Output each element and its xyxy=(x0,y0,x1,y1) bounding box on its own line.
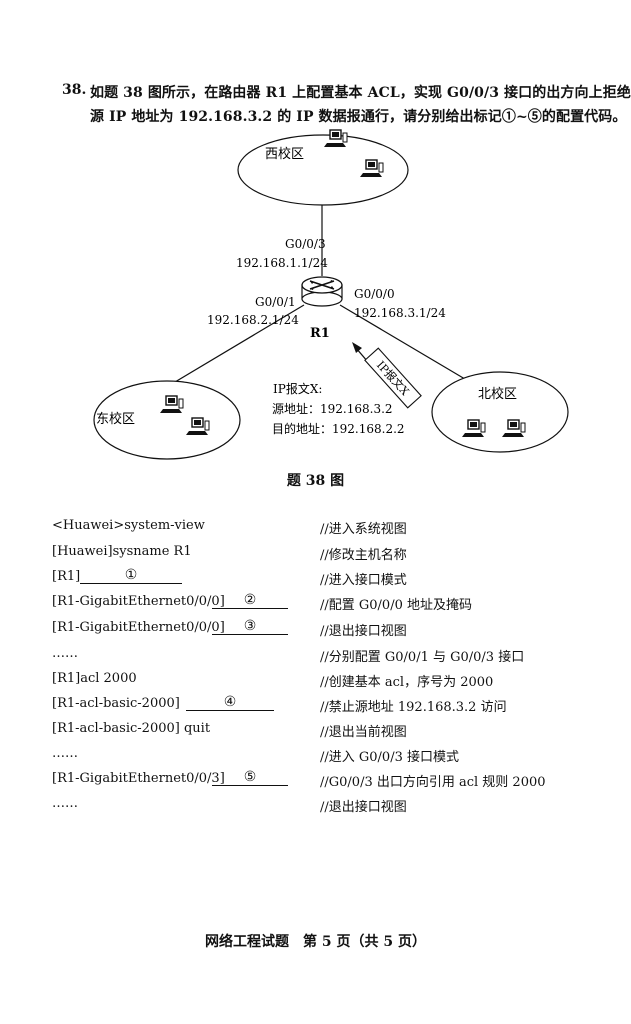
interface-g0-0-1-name: G0/0/1 xyxy=(255,295,296,309)
config-comment: //进入系统视图 xyxy=(320,522,407,537)
question-text-line-2: 源 IP 地址为 192.168.3.2 的 IP 数据报通行，请分别给出标记①… xyxy=(90,109,627,125)
config-comment: //禁止源地址 192.168.3.2 访问 xyxy=(320,700,507,715)
link-router-east xyxy=(169,304,305,386)
config-line: [R1-acl-basic-2000] xyxy=(52,696,180,711)
config-comment: //退出当前视图 xyxy=(320,725,407,740)
answer-blank-1[interactable]: ① xyxy=(80,567,182,584)
config-line: [R1]acl 2000 xyxy=(52,671,137,686)
config-line: [R1-GigabitEthernet0/0/3] xyxy=(52,771,225,786)
interface-g0-0-3-name: G0/0/3 xyxy=(285,237,326,251)
config-line: [R1] xyxy=(52,569,81,584)
east-campus-label: 东校区 xyxy=(96,411,135,427)
config-comment: //进入 G0/0/3 接口模式 xyxy=(320,750,459,765)
config-comment: //修改主机名称 xyxy=(320,548,407,563)
question-number: 38. xyxy=(62,82,87,98)
north-campus-label: 北校区 xyxy=(478,386,517,402)
config-comment: //退出接口视图 xyxy=(320,800,407,815)
interface-g0-0-3-ip: 192.168.1.1/24 xyxy=(236,256,328,270)
figure-caption: 题 38 图 xyxy=(286,473,345,489)
page-footer: 网络工程试题 第 5 页（共 5 页） xyxy=(205,934,426,950)
north-campus-zone xyxy=(431,371,569,453)
network-diagram: 西校区 东校区 北校区 R1 G0/0/3 192.168.1.1/24 G0/… xyxy=(93,129,569,460)
answer-blank-3[interactable]: ③ xyxy=(212,618,288,635)
east-campus-zone xyxy=(93,380,241,460)
config-line: [R1-GigabitEthernet0/0/0] xyxy=(52,594,225,609)
config-line: …… xyxy=(52,746,78,761)
config-comment: //退出接口视图 xyxy=(320,624,407,639)
config-line: [R1-GigabitEthernet0/0/0] xyxy=(52,620,225,635)
config-line: [Huawei]sysname R1 xyxy=(52,544,192,559)
packet-info-title: IP报文X: xyxy=(273,381,322,396)
packet-destination-address: 目的地址：192.168.2.2 xyxy=(272,421,405,436)
config-line: [R1-acl-basic-2000] quit xyxy=(52,721,211,736)
answer-blank-2[interactable]: ② xyxy=(212,592,288,609)
config-comment: //进入接口模式 xyxy=(320,573,407,588)
router-icon xyxy=(301,276,343,307)
config-comment: //分别配置 G0/0/1 与 G0/0/3 接口 xyxy=(320,650,525,665)
config-line: …… xyxy=(52,796,78,811)
config-comment: //创建基本 acl，序号为 2000 xyxy=(320,675,494,690)
link-router-north xyxy=(339,304,471,383)
answer-blank-5[interactable]: ⑤ xyxy=(212,769,288,786)
interface-g0-0-0-ip: 192.168.3.1/24 xyxy=(354,306,446,320)
west-campus-zone xyxy=(237,134,409,206)
config-comment: //配置 G0/0/0 地址及掩码 xyxy=(320,598,472,613)
answer-blank-4[interactable]: ④ xyxy=(186,694,274,711)
interface-g0-0-0-name: G0/0/0 xyxy=(354,287,395,301)
question-text-line-1: 如题 38 图所示，在路由器 R1 上配置基本 ACL，实现 G0/0/3 接口… xyxy=(90,85,631,101)
config-comment: //G0/0/3 出口方向引用 acl 规则 2000 xyxy=(320,775,546,790)
router-label: R1 xyxy=(310,326,330,341)
packet-source-address: 源地址：192.168.3.2 xyxy=(272,402,393,416)
interface-g0-0-1-ip: 192.168.2.1/24 xyxy=(207,313,299,327)
packet-tag: IP报文X xyxy=(364,347,422,409)
west-campus-label: 西校区 xyxy=(265,146,304,162)
config-line: <Huawei>system-view xyxy=(52,518,205,533)
config-line: …… xyxy=(52,646,78,661)
